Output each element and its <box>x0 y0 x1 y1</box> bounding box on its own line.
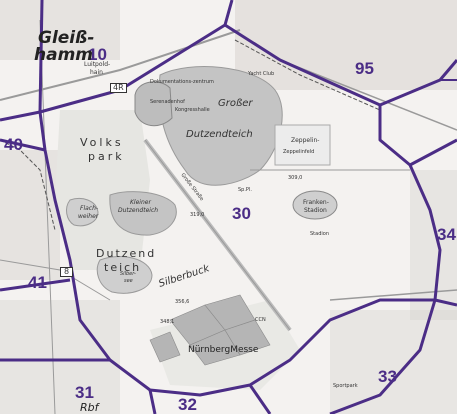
place-nuernbergmesse: NürnbergMesse <box>188 345 259 355</box>
lake-kleiner-dutzendteich <box>109 191 177 236</box>
district-number-34: 34 <box>437 225 456 244</box>
place-luitpoldhain-2: hain <box>90 69 103 76</box>
label-yacht-club: Yacht Club <box>248 71 275 77</box>
place-flachweiher-2: weiher <box>78 213 99 220</box>
label-dokuzentrum: Dokumentations-zentrum <box>150 79 214 85</box>
route-badge-4r: 4R <box>110 83 127 93</box>
place-frankenstadion-1: Franken- <box>303 199 329 206</box>
label-elev-319: 319,0 <box>190 212 205 218</box>
district-number-95: 95 <box>355 59 374 78</box>
label-ccn: CCN <box>255 317 266 323</box>
place-dutzendteich-station-1: Dutzend <box>96 247 157 260</box>
place-rbf: Rbf <box>80 401 99 414</box>
zeppelinfeld-area <box>274 124 331 166</box>
place-volkspark-1: Volks <box>80 136 124 149</box>
place-grosser: Großer <box>218 98 253 109</box>
place-dutzendteich-station-2: teich <box>104 261 142 274</box>
place-flachweiher-1: Flach- <box>80 205 99 212</box>
place-kleiner-2: Dutzendteich <box>118 207 159 214</box>
label-spielplatz: Sp.Pl. <box>238 187 252 193</box>
lake-silbersee <box>96 256 153 294</box>
place-silbersee-2: see <box>124 278 133 284</box>
place-silbersee-1: Silber- <box>120 271 136 277</box>
district-number-31: 31 <box>75 383 94 402</box>
place-volkspark-2: park <box>88 150 125 163</box>
label-elev-348: 348,1 <box>160 319 175 325</box>
label-stadion: Stadion <box>310 231 329 237</box>
place-zeppelin: Zeppelin- <box>291 137 320 144</box>
railway-lines <box>0 39 381 231</box>
label-elev-309: 309,0 <box>288 175 303 181</box>
district-number-32: 32 <box>178 395 197 414</box>
roads <box>0 19 457 414</box>
label-zeppelinfeld: Zeppelinfeld <box>283 149 315 155</box>
district-number-30: 30 <box>232 204 251 223</box>
label-serenadenhof: Serenadenhof <box>150 99 185 105</box>
district-number-33: 33 <box>378 367 397 386</box>
district-number-40: 40 <box>4 135 23 154</box>
lake-flachweiher <box>66 198 99 227</box>
place-kleiner-1: Kleiner <box>130 199 151 206</box>
kongresshalle-building <box>134 81 173 127</box>
district-number-10: 10 <box>88 45 107 64</box>
label-kongresshalle: Kongresshalle <box>175 107 210 113</box>
frankenstadion-building <box>292 190 338 220</box>
place-luitpoldhain-1: Luitpold- <box>84 61 111 68</box>
place-gleisshammer-1: Gleiß- <box>38 28 95 48</box>
label-elev-356: 356,6 <box>175 299 190 305</box>
district-number-41: 41 <box>28 273 47 292</box>
label-sportpark: Sportpark <box>333 383 358 389</box>
route-badge-8: 8 <box>60 267 74 277</box>
place-frankenstadion-2: Stadion <box>304 207 327 214</box>
place-dutzendteich: Dutzendteich <box>186 129 253 140</box>
place-gleisshammer-2: hamm <box>34 45 94 65</box>
messe-halls <box>149 294 271 366</box>
